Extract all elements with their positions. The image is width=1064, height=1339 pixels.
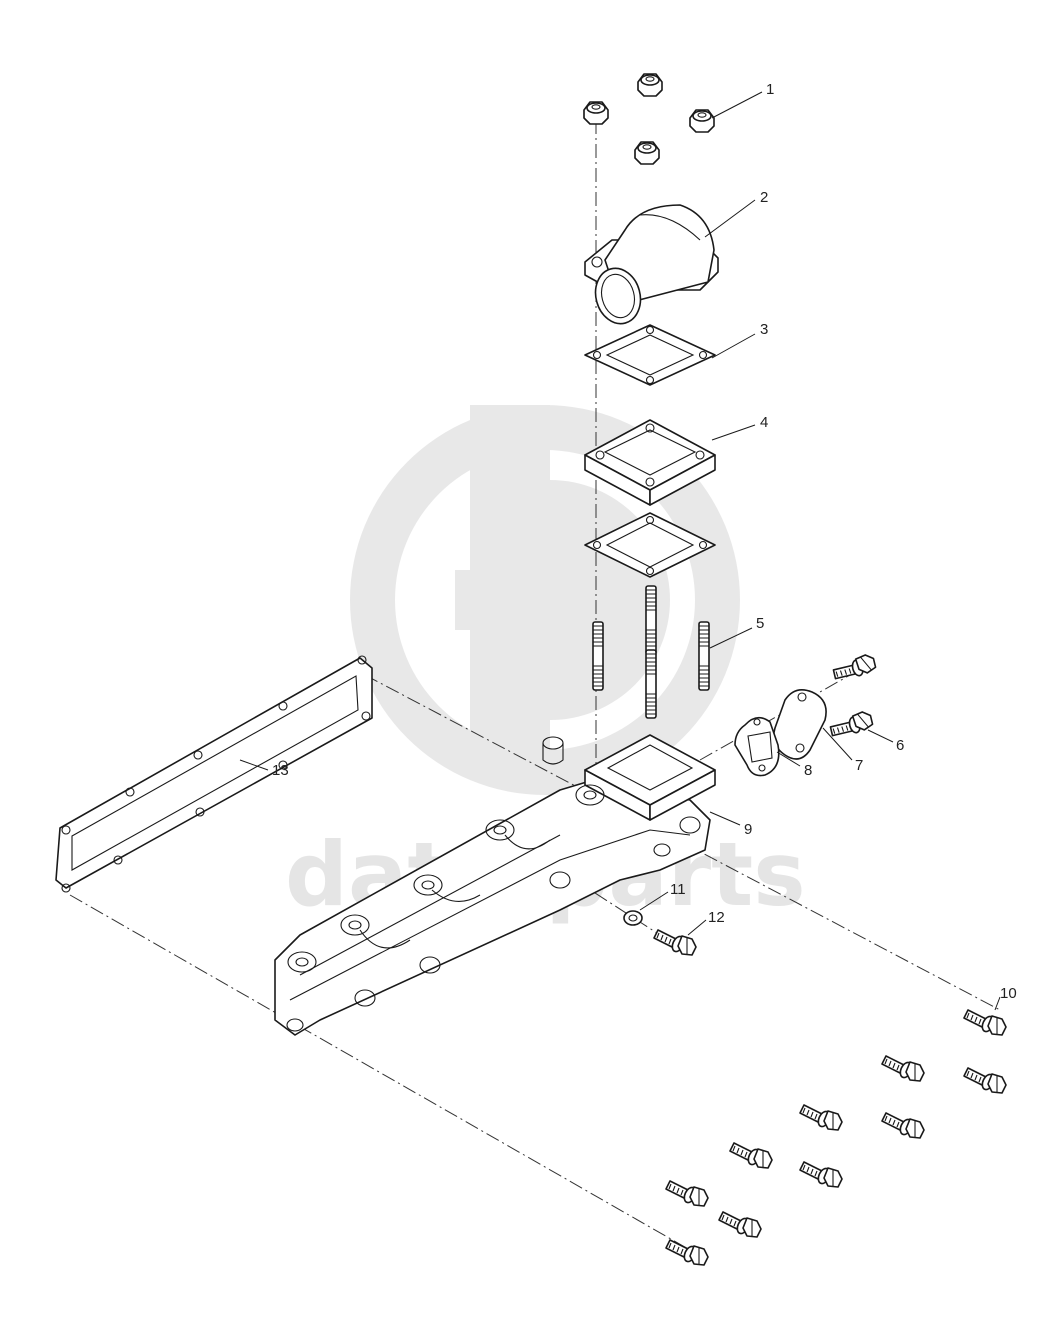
elbow-connector-part: [584, 204, 719, 325]
callout-6: 6: [896, 737, 904, 754]
callout-labels: 1 2 3 4 5 6 7 8 9 10 11 12 13: [272, 81, 1017, 1002]
callout-11: 11: [670, 881, 686, 898]
cover-bolt-group: [826, 644, 880, 750]
cover-plate-part: [772, 689, 827, 760]
gasket-upper-part: [584, 324, 716, 386]
manifold-gasket-part: [55, 655, 373, 893]
gasket-lower-part: [584, 512, 716, 578]
callout-10: 10: [1000, 985, 1017, 1002]
callout-9: 9: [744, 821, 752, 838]
callout-3: 3: [760, 321, 768, 338]
callout-7: 7: [855, 757, 863, 774]
spacer-flange-part: [584, 419, 716, 506]
leader-lines: [239, 91, 1001, 1011]
callout-2: 2: [760, 189, 768, 206]
center-line-lower: [69, 894, 691, 1251]
center-line-cover: [699, 674, 851, 761]
center-line-plug: [574, 879, 661, 936]
cover-gasket-part: [734, 716, 780, 777]
callout-5: 5: [756, 615, 764, 632]
watermark-logo-icon: [350, 405, 740, 795]
intake-manifold-part: [274, 734, 716, 1036]
callout-1: 1: [766, 81, 774, 98]
washer-part: [623, 910, 643, 926]
callout-4: 4: [760, 414, 768, 431]
callout-12: 12: [708, 909, 725, 926]
callout-13: 13: [272, 762, 289, 779]
flange-nut-group: [583, 73, 715, 165]
manifold-bolt-group: [665, 1009, 1007, 1266]
callout-8: 8: [804, 762, 812, 779]
